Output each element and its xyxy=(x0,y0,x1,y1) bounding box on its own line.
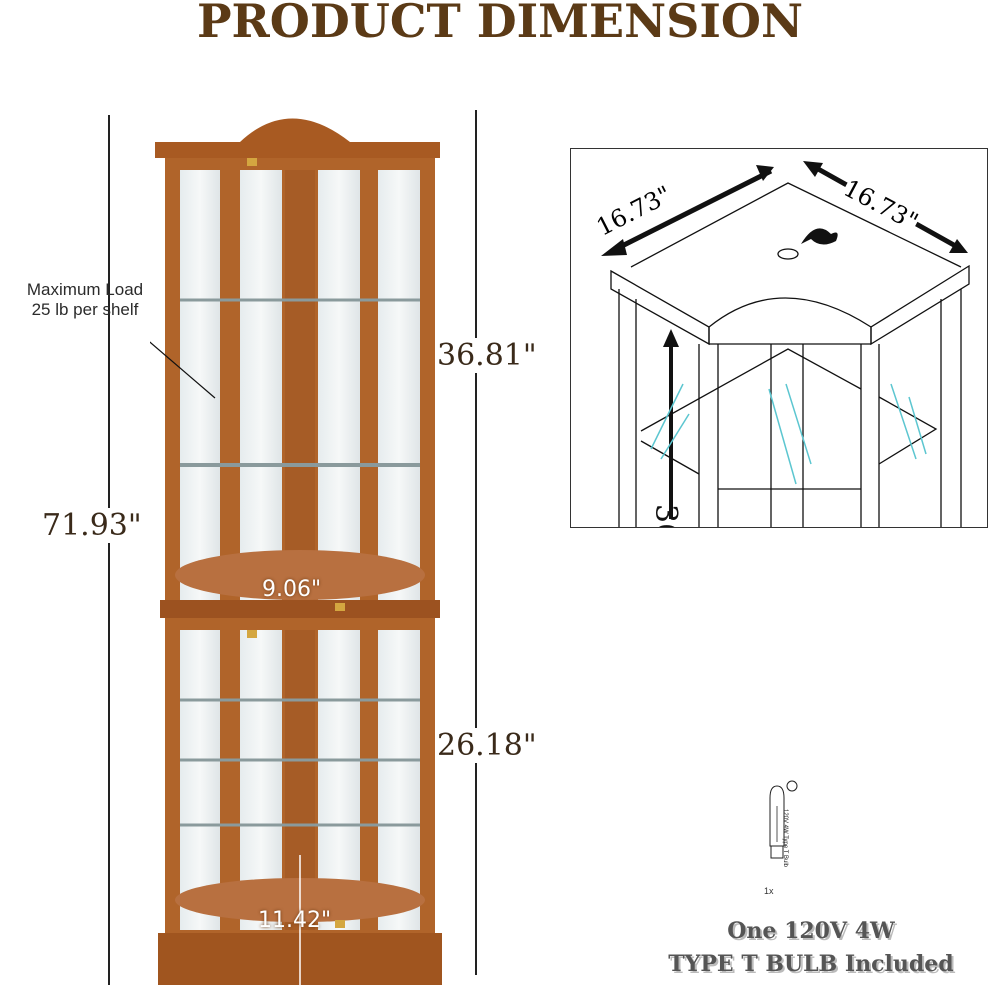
upper-height-label: 36.81" xyxy=(435,338,539,373)
bulb-icon xyxy=(769,780,798,859)
cut-height-label: 36.81" xyxy=(648,504,683,527)
lower-height-label: 26.18" xyxy=(435,728,539,763)
total-height-line xyxy=(108,115,110,985)
bulb-spec-label: 120V 4W Type T Bulb xyxy=(782,808,789,868)
cabinet-crown xyxy=(155,118,440,158)
bulb-quantity: 1x xyxy=(764,886,774,896)
max-load-line1: Maximum Load xyxy=(26,280,144,299)
bulb-caption-line2: TYPE T BULB Included xyxy=(668,951,954,977)
page-title: PRODUCT DIMENSION xyxy=(196,0,804,48)
top-view-diagram: 16.73" 16.73" 36.81" xyxy=(570,148,988,528)
max-load-note: Maximum Load 25 lb per shelf xyxy=(10,280,160,320)
max-load-line2: 25 lb per shelf xyxy=(31,300,139,319)
top-view-drawing xyxy=(601,161,970,527)
corner-cabinet-image xyxy=(150,118,442,990)
total-height-label: 71.93" xyxy=(40,508,144,543)
section-height-line xyxy=(475,110,477,975)
bulb-caption-line1: One 120V 4W xyxy=(727,918,895,944)
inner-width-lower-label: 11.42" xyxy=(258,908,332,933)
inner-width-upper-label: 9.06" xyxy=(262,577,322,602)
